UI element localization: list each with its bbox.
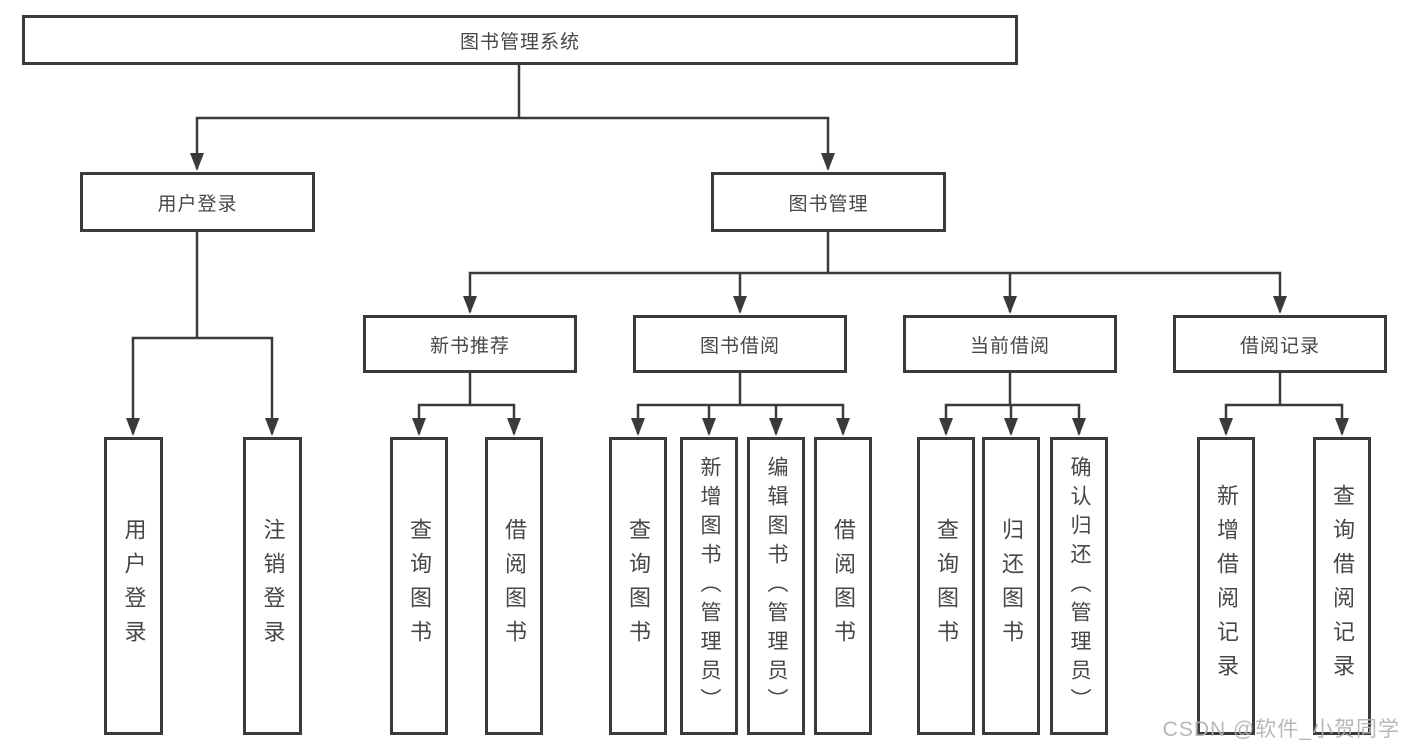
leaf-return-book: 归还图书 (982, 437, 1040, 735)
leaf-confirm-return-admin-label: 确认归还（管理员） (1068, 455, 1091, 717)
leaf-add-borrow-record-label: 新增借阅记录 (1214, 484, 1239, 688)
node-new-book-recommend: 新书推荐 (363, 315, 577, 373)
node-user-login: 用户登录 (80, 172, 315, 232)
node-root-label: 图书管理系统 (459, 31, 580, 53)
leaf-edit-book-admin: 编辑图书（管理员） (747, 437, 805, 735)
leaf-borrow-book-label: 借阅图书 (831, 518, 856, 654)
leaf-current-query-book-label: 查询图书 (934, 518, 959, 654)
leaf-borrow-book: 借阅图书 (814, 437, 872, 735)
node-current-borrow: 当前借阅 (903, 315, 1117, 373)
leaf-recommend-borrow-book-label: 借阅图书 (502, 518, 527, 654)
leaf-recommend-query-book-label: 查询图书 (407, 518, 432, 654)
connector-root-to-level2 (190, 116, 835, 171)
connector-book-mgmt-to-modules (463, 271, 1287, 314)
leaf-add-borrow-record: 新增借阅记录 (1197, 437, 1255, 735)
connector-recommend-to-leaves (412, 403, 521, 436)
leaf-query-borrow-record-label: 查询借阅记录 (1330, 484, 1355, 688)
connector-records-to-leaves (1219, 403, 1349, 436)
connector-user-login-to-leaves (126, 336, 279, 436)
node-user-login-label: 用户登录 (157, 193, 238, 215)
node-root: 图书管理系统 (22, 15, 1018, 65)
leaf-borrow-query-book-label: 查询图书 (626, 518, 651, 654)
node-book-management: 图书管理 (711, 172, 946, 232)
leaf-user-login: 用户登录 (104, 437, 163, 735)
node-borrow-records-label: 借阅记录 (1239, 335, 1320, 357)
leaf-query-borrow-record: 查询借阅记录 (1313, 437, 1371, 735)
leaf-recommend-query-book: 查询图书 (390, 437, 448, 735)
leaf-edit-book-admin-label: 编辑图书（管理员） (765, 455, 788, 717)
node-book-borrow-label: 图书借阅 (699, 335, 780, 357)
node-current-borrow-label: 当前借阅 (969, 335, 1050, 357)
leaf-confirm-return-admin: 确认归还（管理员） (1050, 437, 1108, 735)
node-book-borrow: 图书借阅 (633, 315, 847, 373)
watermark: CSDN @软件_小贺同学 (1162, 718, 1400, 741)
leaf-recommend-borrow-book: 借阅图书 (485, 437, 543, 735)
connector-current-to-leaves (939, 403, 1086, 436)
leaf-return-book-label: 归还图书 (999, 518, 1024, 654)
leaf-logout-label: 注销登录 (260, 518, 286, 654)
node-new-book-recommend-label: 新书推荐 (429, 335, 510, 357)
node-book-management-label: 图书管理 (788, 193, 869, 215)
node-borrow-records: 借阅记录 (1173, 315, 1387, 373)
leaf-add-book-admin: 新增图书（管理员） (680, 437, 738, 735)
connector-borrow-to-leaves (631, 403, 850, 436)
leaf-current-query-book: 查询图书 (917, 437, 975, 735)
leaf-logout: 注销登录 (243, 437, 302, 735)
leaf-user-login-label: 用户登录 (121, 518, 147, 654)
leaf-add-book-admin-label: 新增图书（管理员） (698, 455, 721, 717)
leaf-borrow-query-book: 查询图书 (609, 437, 667, 735)
